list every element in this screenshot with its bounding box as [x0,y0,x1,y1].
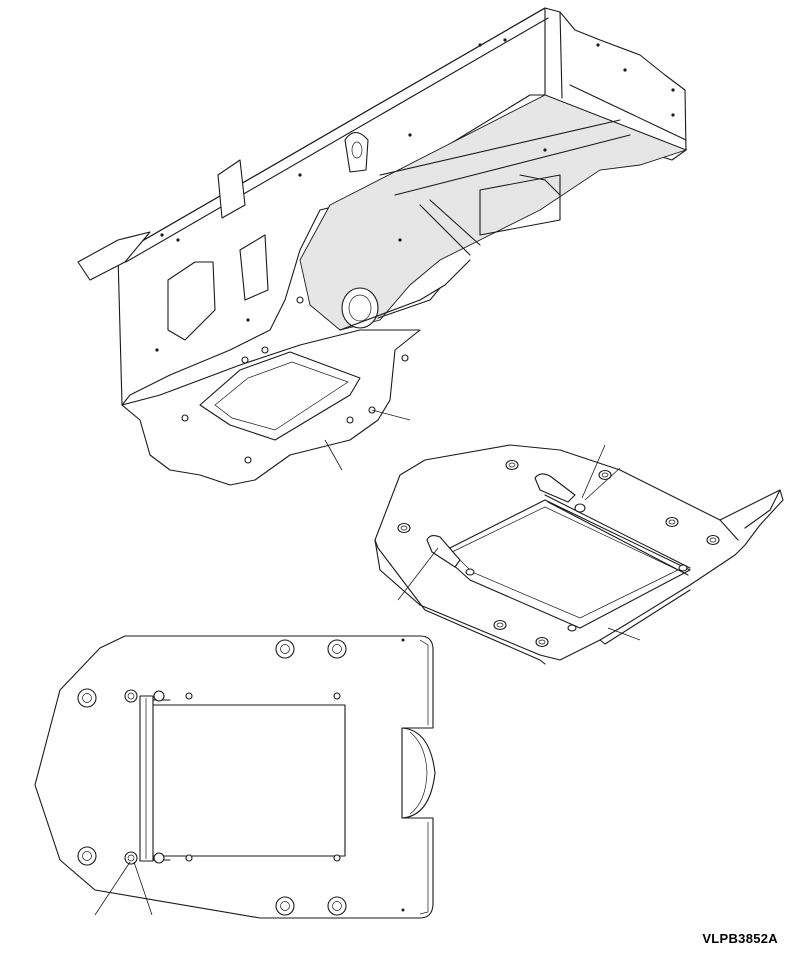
plate-top-leader-2 [133,861,153,916]
frame-leader-2 [324,439,343,471]
plate-iso-bracket-right [534,473,576,503]
frame-floor [299,94,688,331]
frame-underside-plate [121,329,421,486]
plate-iso-leader-2 [584,467,621,501]
frame-hinge-bracket [217,159,246,219]
plate-iso-leader-4 [607,627,641,641]
plate-top-bolts [77,638,405,916]
frame-cutout-large [167,261,216,341]
plate-iso-leader-3 [397,547,439,601]
chassis-frame-view [77,7,688,486]
frame-leader-1 [371,409,411,421]
frame-lift-eye [344,131,369,173]
plate-iso-bolts [397,459,720,648]
plate-iso-leader-1 [581,444,606,499]
plate-iso-outline [374,444,784,661]
plate-top-opening [151,704,346,857]
figure-code: VLPB3852A [702,931,778,946]
frame-cutout-small [239,234,269,301]
cover-plate-top-view [34,635,436,919]
frame-holes [155,38,675,352]
plate-top-leader-1 [94,861,131,916]
cover-plate-isometric-view [374,444,784,665]
plate-iso-bracket-left [426,534,461,568]
plate-iso-opening [439,499,691,629]
frame-tube [341,287,379,329]
plate-top-hinge-rail [139,695,154,862]
frame-cover-plate [199,351,361,441]
